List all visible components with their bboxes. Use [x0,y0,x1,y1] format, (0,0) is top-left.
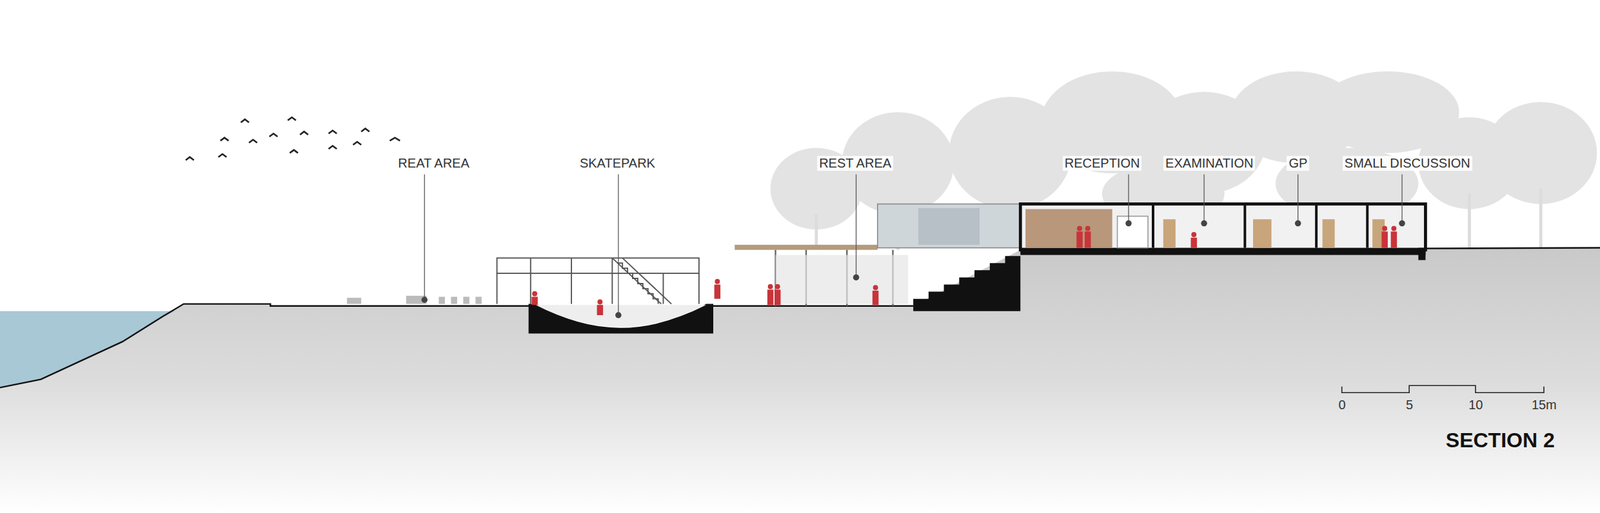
area-label: REST AREA [817,156,894,171]
water [0,311,176,389]
room-label: RECEPTION [1062,156,1143,171]
area-label: SKATEPARK [577,156,658,171]
scale-number: 10 [1466,397,1485,413]
room-label: GP [1286,156,1310,171]
stairs [913,250,1021,312]
bowl-surface [535,305,707,327]
scale-number: 15m [1529,397,1559,413]
room-label: EXAMINATION [1163,156,1255,171]
scale-bar [1342,385,1544,393]
people [531,226,1397,316]
birds [185,117,400,160]
scale-number: 5 [1403,397,1415,413]
room-label: SMALL DISCUSSION [1342,156,1473,171]
area-label: REAT AREA [395,156,471,171]
ground [0,248,1600,513]
benches [346,296,482,305]
leader-lines [424,174,1403,314]
clinic [1020,204,1426,261]
scale-number: 0 [1336,397,1348,413]
ground-line [0,248,1600,389]
skate-structure [497,257,700,304]
skate-bowl [528,304,714,335]
leader-dots [421,220,1405,319]
section-title: SECTION 2 [1445,428,1555,453]
tree-trunks [816,188,1541,251]
